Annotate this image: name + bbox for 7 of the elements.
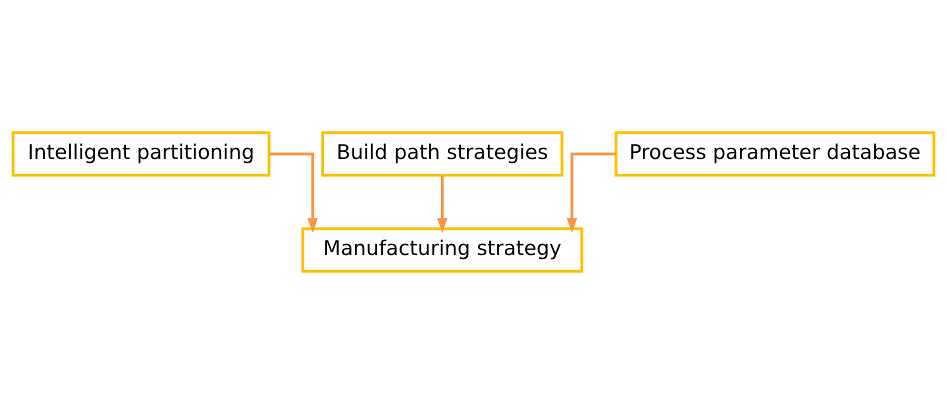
- arrow: [269, 152, 318, 233]
- node-box: Intelligent partitioning: [12, 131, 270, 177]
- arrow: [437, 175, 448, 233]
- node-box: Process parameter database: [614, 131, 936, 177]
- node-box: Build path strategies: [321, 131, 564, 177]
- arrow: [566, 152, 616, 233]
- node-box: Manufacturing strategy: [301, 227, 584, 273]
